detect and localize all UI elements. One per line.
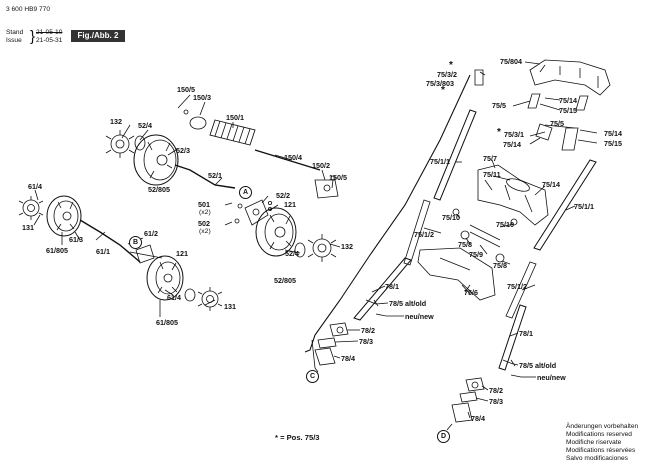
- label-52-1: 52/1: [208, 171, 222, 180]
- label-75-1-1-right: 75/1/1: [574, 202, 594, 211]
- callout-b: B: [129, 236, 142, 249]
- stand-date: 21-05-10: [36, 29, 63, 36]
- label-150-5-top: 150/5: [177, 85, 195, 94]
- label-78-4-upper: 78/4: [341, 354, 355, 363]
- label-61-805-left: 61/805: [46, 246, 68, 255]
- label-75-1-1-left: 75/1/1: [430, 157, 450, 166]
- label-75-5-a: 75/5: [492, 101, 506, 110]
- label-75-7: 75/7: [483, 154, 497, 163]
- issue-date: 21-05-31: [36, 37, 63, 44]
- callout-a: A: [239, 186, 252, 199]
- issue-label: Issue: [6, 37, 22, 44]
- label-75-15-a: 75/15: [559, 106, 577, 115]
- label-132-lower: 132: [341, 242, 353, 251]
- label-61-2: 61/2: [144, 229, 158, 238]
- label-75-8-a: 75/8: [458, 240, 472, 249]
- label-52-3: 52/3: [176, 146, 190, 155]
- label-150-5-bottom: 150/5: [329, 173, 347, 182]
- label-61-4-left: 61/4: [28, 182, 42, 191]
- label-52-4-upper: 52/4: [138, 121, 152, 130]
- footer-line-3: Modifiche riservate: [566, 439, 622, 446]
- label-75-3-803: 75/3/803: [426, 79, 454, 88]
- label-78-3-upper: 78/3: [359, 337, 373, 346]
- label-501-qty: (x2): [199, 209, 211, 216]
- label-75-14-a: 75/14: [559, 96, 577, 105]
- label-78-2-upper: 78/2: [361, 326, 375, 335]
- footer-line-2: Modifications reserved: [566, 431, 632, 438]
- label-121-upper: 121: [284, 200, 296, 209]
- stand-label: Stand: [6, 29, 24, 36]
- label-75-804: 75/804: [500, 57, 522, 66]
- footer-line-1: Änderungen vorbehalten: [566, 423, 639, 430]
- footer-line-4: Modifications réservées: [566, 447, 636, 454]
- label-75-6: 75/6: [464, 288, 478, 297]
- doc-number: 3 600 HB9 770: [6, 6, 50, 13]
- label-52-805-lower: 52/805: [274, 276, 296, 285]
- star-legend: * = Pos. 75/3: [275, 433, 320, 442]
- label-501: 501: [198, 200, 210, 209]
- label-52-805-upper: 52/805: [148, 185, 170, 194]
- label-75-1-2-right: 75/1/2: [507, 282, 527, 291]
- label-132-upper: 132: [110, 117, 122, 126]
- callout-c: C: [306, 370, 319, 383]
- label-150-4: 150/4: [284, 153, 302, 162]
- brace-icon: }: [30, 28, 36, 45]
- label-new-upper: neu/new: [405, 312, 434, 321]
- label-61-805-lower: 61/805: [156, 318, 178, 327]
- label-131-left: 131: [22, 223, 34, 232]
- footer-line-5: Salvo modificaciones: [566, 455, 628, 462]
- figure-label: Fig./Abb. 2: [71, 30, 125, 42]
- star-marker-top: *: [449, 60, 453, 71]
- label-75-3-1: 75/3/1: [504, 130, 524, 139]
- label-75-10-a: 75/10: [442, 213, 460, 222]
- label-78-3-lower: 78/3: [489, 397, 503, 406]
- label-78-1-right: 78/1: [519, 329, 533, 338]
- star-marker-third: *: [497, 127, 501, 138]
- label-75-5-b: 75/5: [550, 119, 564, 128]
- label-150-2: 150/2: [312, 161, 330, 170]
- label-131-lower: 131: [224, 302, 236, 311]
- label-75-3-2: 75/3/2: [437, 70, 457, 79]
- label-150-3: 150/3: [193, 93, 211, 102]
- callout-d: D: [437, 430, 450, 443]
- label-61-3: 61/3: [69, 235, 83, 244]
- label-75-11: 75/11: [483, 170, 501, 179]
- label-78-1-left: 78/1: [385, 282, 399, 291]
- label-78-2-lower: 78/2: [489, 386, 503, 395]
- label-502-qty: (x2): [199, 228, 211, 235]
- label-75-14-d: 75/14: [542, 180, 560, 189]
- label-78-5-old-lower: 78/5 alt/old: [519, 361, 557, 370]
- label-75-9: 75/9: [469, 250, 483, 259]
- label-150-1: 150/1: [226, 113, 244, 122]
- label-78-5-old-upper: 78/5 alt/old: [389, 299, 427, 308]
- label-75-10-b: 75/10: [496, 220, 514, 229]
- label-75-15-b: 75/15: [604, 139, 622, 148]
- label-75-14-c: 75/14: [604, 129, 622, 138]
- label-52-4-lower: 52/4: [285, 249, 299, 258]
- label-61-4-lower: 61/4: [167, 293, 181, 302]
- label-75-8-b: 75/8: [493, 261, 507, 270]
- label-121-lower: 121: [176, 249, 188, 258]
- label-75-14-b: 75/14: [503, 140, 521, 149]
- label-new-lower: neu/new: [537, 373, 566, 382]
- star-marker-second: *: [441, 85, 445, 96]
- label-61-1: 61/1: [96, 247, 110, 256]
- label-78-4-lower: 78/4: [471, 414, 485, 423]
- label-502: 502: [198, 219, 210, 228]
- label-75-1-2-left: 75/1/2: [414, 230, 434, 239]
- label-52-2: 52/2: [276, 191, 290, 200]
